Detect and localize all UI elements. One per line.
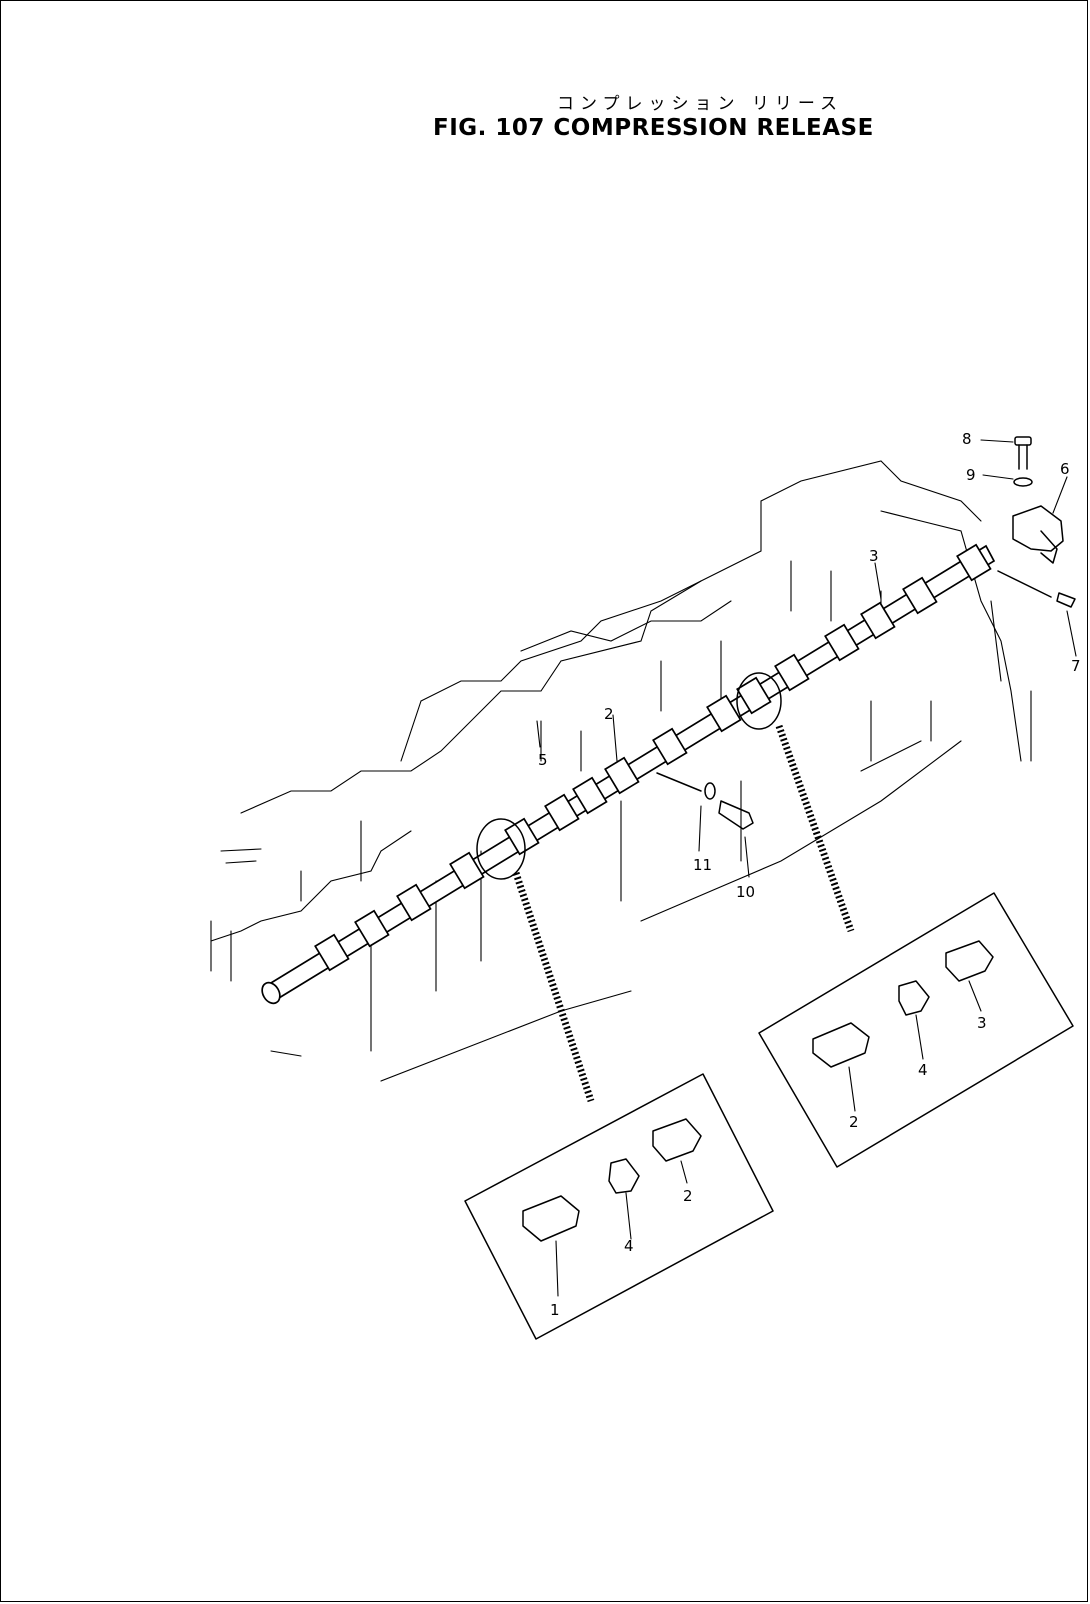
callout-8: 8 <box>962 430 972 448</box>
camshaft <box>261 543 996 1005</box>
detail-circles <box>476 672 782 880</box>
detail-box-a <box>464 1073 774 1340</box>
callout-11: 11 <box>693 856 712 874</box>
detail-leaders <box>512 724 855 1103</box>
callout-6: 6 <box>1060 460 1070 478</box>
cam-lobes <box>314 543 992 972</box>
callout-labels: 8 9 6 7 3 2 5 11 10 1 4 2 2 4 3 <box>538 430 1081 1319</box>
callout-1: 1 <box>550 1301 560 1319</box>
callout-10: 10 <box>736 883 755 901</box>
callout-4-box-b: 4 <box>918 1061 928 1079</box>
figure-title: FIG. 107 COMPRESSION RELEASE <box>433 115 874 141</box>
detail-box-b <box>758 892 1074 1168</box>
bracket-assembly <box>997 436 1076 608</box>
callout-5: 5 <box>538 751 548 769</box>
callout-4-box-a: 4 <box>624 1237 634 1255</box>
callout-3-shaft: 3 <box>869 547 879 565</box>
figure-title-japanese: コンプレッション リリース <box>557 94 844 114</box>
callout-3-box-b: 3 <box>977 1014 987 1032</box>
callout-9: 9 <box>966 466 976 484</box>
bolt-assembly <box>656 772 754 830</box>
callout-2-box-a: 2 <box>683 1187 693 1205</box>
callout-leaders <box>536 439 1077 878</box>
callout-2-box-b: 2 <box>849 1113 859 1131</box>
callout-7: 7 <box>1071 657 1081 675</box>
callout-2-shaft: 2 <box>604 705 614 723</box>
